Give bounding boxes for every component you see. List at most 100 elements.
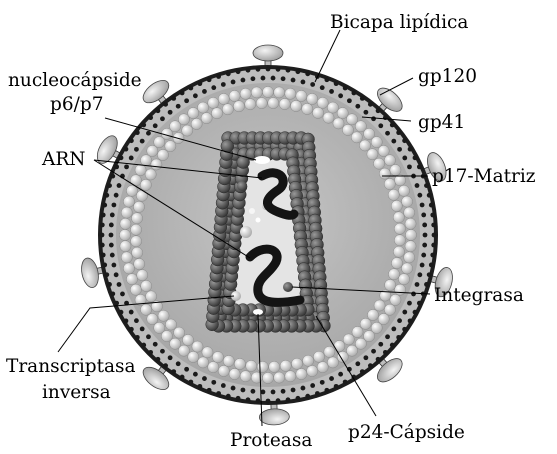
matrix-bead — [313, 351, 324, 362]
matrix-bead — [279, 98, 290, 109]
label-p24: p24-Cápside — [348, 422, 465, 443]
lipid-dot — [286, 397, 291, 402]
lipid-dot — [371, 349, 376, 354]
matrix-bead — [130, 284, 141, 295]
lipid-dot — [256, 398, 261, 403]
lipid-dot — [378, 342, 383, 347]
matrix-bead — [134, 258, 145, 269]
lipid-dot — [427, 272, 432, 277]
matrix-bead — [404, 207, 415, 218]
lipid-dot — [402, 138, 407, 143]
matrix-bead — [393, 212, 404, 223]
matrix-bead — [140, 155, 151, 166]
lipid-dot — [141, 343, 146, 348]
matrix-bead — [333, 118, 344, 129]
lipid-dot — [351, 91, 356, 96]
lipid-dot — [396, 335, 401, 340]
lipid-dot — [119, 155, 124, 160]
matrix-bead — [394, 223, 405, 234]
lipid-dot — [417, 272, 422, 277]
lipid-dot — [301, 386, 306, 391]
matrix-bead — [302, 103, 313, 114]
lipid-dot — [120, 292, 125, 297]
lipid-dot — [310, 383, 315, 388]
gp120-head — [259, 408, 290, 425]
lipid-dot — [231, 80, 236, 85]
lipid-dot — [310, 82, 315, 87]
lipid-dot — [180, 375, 185, 380]
matrix-bead — [337, 107, 348, 118]
lipid-dot — [411, 292, 416, 297]
matrix-bead — [262, 86, 273, 97]
lipid-dot — [117, 282, 122, 287]
lipid-dot — [363, 110, 368, 115]
matrix-bead — [342, 124, 353, 135]
matrix-bead — [274, 372, 285, 383]
matrix-bead — [192, 341, 203, 352]
lipid-dot — [146, 131, 151, 136]
lipid-dot — [271, 76, 276, 81]
lipid-dot — [129, 138, 134, 143]
lipid-dot — [160, 349, 165, 354]
lipid-dot — [107, 282, 112, 287]
lipid-dot — [305, 394, 310, 399]
lipid-dot — [140, 327, 145, 332]
lipid-dot — [110, 174, 115, 179]
lipid-dot — [415, 282, 420, 287]
matrix-bead — [391, 200, 402, 211]
lipid-dot — [176, 104, 181, 109]
matrix-bead — [188, 107, 199, 118]
lipid-dot — [266, 399, 271, 404]
lipid-dot — [338, 372, 343, 377]
lipid-dot — [197, 81, 202, 86]
matrix-bead — [367, 309, 378, 320]
lipid-dot — [368, 102, 373, 107]
lipid-dot — [236, 396, 241, 401]
lipid-dot — [111, 263, 116, 268]
matrix-bead — [165, 141, 176, 152]
nucleocapsid-protein — [254, 156, 270, 164]
lipid-dot — [193, 93, 198, 98]
lipid-dot — [276, 67, 281, 72]
matrix-bead — [312, 107, 323, 118]
lipid-dot — [371, 116, 376, 121]
lipid-dot — [211, 85, 216, 90]
matrix-bead — [346, 345, 357, 356]
lipid-dot — [153, 342, 158, 347]
matrix-bead — [378, 145, 389, 156]
matrix-bead — [343, 334, 354, 345]
lipid-dot — [102, 263, 107, 268]
matrix-bead — [135, 164, 146, 175]
lipid-dot — [156, 357, 161, 362]
matrix-bead — [182, 125, 193, 136]
lipid-dot — [320, 85, 325, 90]
lipid-dot — [216, 391, 221, 396]
lipid-dot — [117, 183, 122, 188]
lipid-dot — [402, 310, 407, 315]
lipid-dot — [427, 193, 432, 198]
lipid-dot — [256, 67, 261, 72]
matrix-bead — [327, 357, 338, 368]
matrix-bead — [151, 159, 162, 170]
matrix-bead — [191, 118, 202, 129]
lipid-dot — [421, 253, 426, 258]
lipid-dot — [430, 253, 435, 258]
integrase-protein — [283, 282, 293, 292]
lipid-dot — [408, 147, 413, 152]
lipid-dot — [216, 74, 221, 79]
lipid-dot — [207, 77, 212, 82]
label-gp41: gp41 — [418, 112, 465, 133]
matrix-bead — [256, 98, 267, 109]
matrix-bead — [120, 241, 131, 252]
lipid-dot — [431, 223, 436, 228]
lipid-dot — [211, 380, 216, 385]
matrix-bead — [268, 98, 279, 109]
protein-dot — [240, 226, 252, 238]
lipid-dot — [110, 291, 115, 296]
label-gp120: gp120 — [418, 66, 477, 87]
lipid-dot — [281, 76, 286, 81]
matrix-bead — [385, 279, 396, 290]
matrix-bead — [360, 318, 371, 329]
matrix-bead — [351, 132, 362, 143]
lipid-dot — [168, 355, 173, 360]
